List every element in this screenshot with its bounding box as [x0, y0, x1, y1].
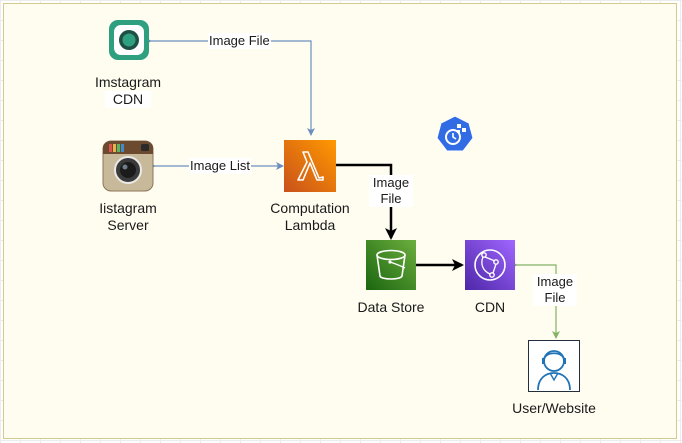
node-label-line: Lambda [284, 217, 336, 233]
edge-label-image-list: Image List [189, 158, 251, 174]
instagram-cdn-icon[interactable] [108, 19, 150, 66]
edge-lambda-store [336, 163, 397, 240]
edge-label-image-file: Image File [208, 33, 271, 49]
node-label-lambda: Computation Lambda [262, 200, 358, 234]
kubernetes-cronjob-icon[interactable] [436, 115, 474, 158]
edge-label-line: Image [536, 274, 574, 289]
node-label-line: Server [107, 217, 149, 233]
camera-icon[interactable] [102, 140, 154, 197]
edge-cdn-lambda [144, 37, 315, 136]
node-label-cdn: CDN [474, 299, 506, 315]
node-label-line: CDN [104, 91, 152, 108]
node-label-line: Iistagram [99, 200, 157, 216]
edge-cdn-user [510, 261, 560, 339]
user-icon[interactable] [528, 340, 580, 397]
edge-label-line: File [380, 191, 402, 206]
cloudfront-icon[interactable] [465, 240, 515, 295]
edge-label-cdn-user: Image File [533, 274, 577, 306]
edge-label-lambda-store: Image File [369, 175, 413, 207]
node-label-data-store: Data Store [357, 299, 425, 315]
node-label-line: Computation [270, 200, 350, 216]
s3-bucket-icon[interactable] [366, 240, 416, 295]
node-label-instagram-cdn: Imstagram CDN [86, 74, 170, 108]
node-label-line: Imstagram [94, 74, 162, 90]
edge-label-line: File [544, 290, 566, 305]
node-label-user: User/Website [512, 400, 596, 416]
edge-label-line: Image [372, 175, 410, 190]
node-label-instagram-server: Iistagram Server [86, 200, 170, 234]
lambda-icon[interactable] [284, 140, 336, 197]
